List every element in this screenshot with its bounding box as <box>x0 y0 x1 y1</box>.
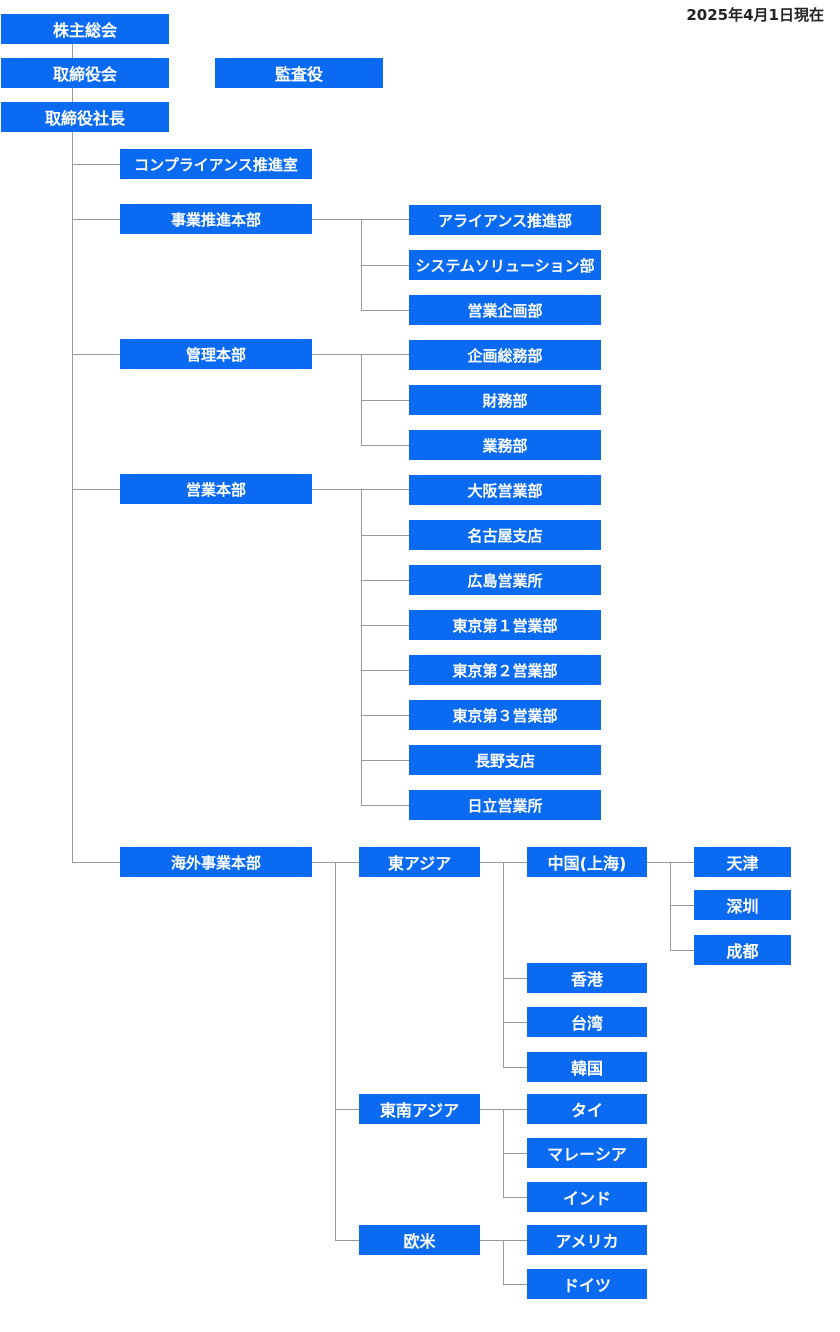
connector-line <box>361 219 362 310</box>
connector-line <box>361 265 409 266</box>
business-hq-box: 事業推進本部 <box>120 204 312 234</box>
region-west-box: 欧米 <box>359 1225 480 1255</box>
shareholders-meeting-box: 株主総会 <box>1 14 169 44</box>
connector-line <box>503 1284 527 1285</box>
dept-box: システムソリューション部 <box>409 250 601 280</box>
connector-line <box>72 164 120 165</box>
compliance-office-box: コンプライアンス推進室 <box>120 149 312 179</box>
country-box: マレーシア <box>527 1138 647 1168</box>
dept-box: 名古屋支店 <box>409 520 601 550</box>
connector-line <box>72 132 73 863</box>
dept-box: アライアンス推進部 <box>409 205 601 235</box>
as-of-date: 2025年4月1日現在 <box>686 6 824 24</box>
country-box: インド <box>527 1182 647 1212</box>
connector-line <box>503 1022 527 1023</box>
connector-line <box>503 862 504 1067</box>
connector-line <box>72 862 120 863</box>
connector-line <box>503 1067 527 1068</box>
board-of-directors-box: 取締役会 <box>1 58 169 88</box>
region-east-asia-box: 東アジア <box>359 847 480 877</box>
connector-line <box>361 535 409 536</box>
sales-hq-box: 営業本部 <box>120 474 312 504</box>
country-box: アメリカ <box>527 1225 647 1255</box>
connector-line <box>361 310 409 311</box>
city-box: 天津 <box>694 847 791 877</box>
connector-line <box>361 715 409 716</box>
connector-line <box>361 580 409 581</box>
dept-box: 業務部 <box>409 430 601 460</box>
country-box: タイ <box>527 1094 647 1124</box>
admin-hq-box: 管理本部 <box>120 339 312 369</box>
city-box: 深圳 <box>694 890 791 920</box>
connector-line <box>335 1109 359 1110</box>
country-box: 韓国 <box>527 1052 647 1082</box>
dept-box: 東京第２営業部 <box>409 655 601 685</box>
connector-line <box>312 489 409 490</box>
connector-line <box>72 44 73 58</box>
dept-box: 営業企画部 <box>409 295 601 325</box>
connector-line <box>72 354 120 355</box>
connector-line <box>361 489 362 805</box>
connector-line <box>503 1197 527 1198</box>
auditor-box: 監査役 <box>215 58 383 88</box>
connector-line <box>361 445 409 446</box>
overseas-hq-box: 海外事業本部 <box>120 847 312 877</box>
connector-line <box>361 805 409 806</box>
connector-line <box>503 1240 504 1284</box>
city-box: 成都 <box>694 935 791 965</box>
country-box: 台湾 <box>527 1007 647 1037</box>
country-china-box: 中国(上海) <box>527 847 647 877</box>
country-box: ドイツ <box>527 1269 647 1299</box>
president-box: 取締役社長 <box>1 102 169 132</box>
dept-box: 財務部 <box>409 385 601 415</box>
connector-line <box>670 905 694 906</box>
dept-box: 大阪営業部 <box>409 475 601 505</box>
connector-line <box>361 354 362 445</box>
dept-box: 企画総務部 <box>409 340 601 370</box>
connector-line <box>503 978 527 979</box>
connector-line <box>72 219 120 220</box>
region-southeast-asia-box: 東南アジア <box>359 1094 480 1124</box>
connector-line <box>361 670 409 671</box>
dept-box: 長野支店 <box>409 745 601 775</box>
connector-line <box>72 88 73 102</box>
dept-box: 東京第１営業部 <box>409 610 601 640</box>
connector-line <box>361 625 409 626</box>
dept-box: 日立営業所 <box>409 790 601 820</box>
connector-line <box>361 400 409 401</box>
connector-line <box>72 489 120 490</box>
connector-line <box>312 219 409 220</box>
country-box: 香港 <box>527 963 647 993</box>
connector-line <box>670 950 694 951</box>
dept-box: 東京第３営業部 <box>409 700 601 730</box>
dept-box: 広島営業所 <box>409 565 601 595</box>
connector-line <box>503 1153 527 1154</box>
connector-line <box>361 760 409 761</box>
connector-line <box>670 862 671 950</box>
connector-line <box>312 354 409 355</box>
connector-line <box>335 1240 359 1241</box>
connector-line <box>335 862 336 1240</box>
